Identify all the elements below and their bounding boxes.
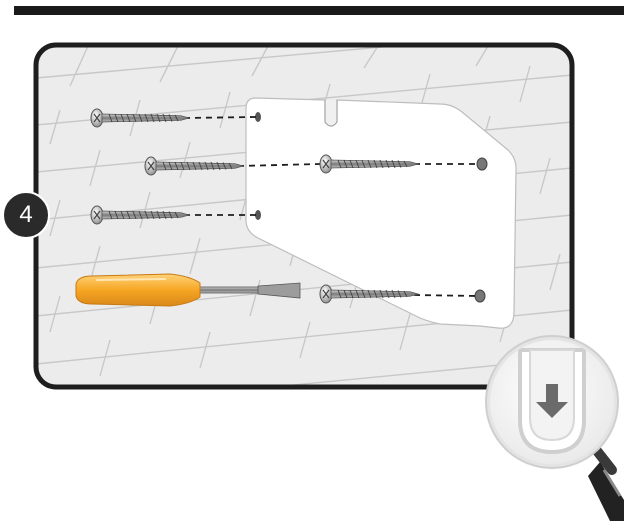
keyhole-slot: [324, 100, 338, 127]
magnifier-icon: [485, 335, 624, 521]
step-number-badge: 4: [2, 191, 50, 239]
step-number: 4: [19, 201, 33, 228]
screwdriver-icon: [75, 273, 301, 307]
down-arrow-icon: [536, 384, 568, 418]
top-rule: [14, 6, 624, 15]
guide-lines: [183, 116, 480, 297]
plate-holes: [255, 112, 488, 303]
